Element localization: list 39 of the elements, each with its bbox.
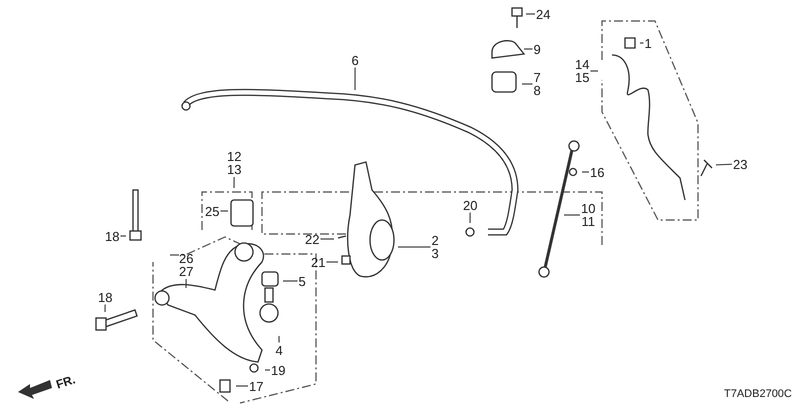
callout-number: 4: [276, 344, 283, 356]
callout-number: 19: [271, 364, 286, 376]
drawing-number: T7ADB2700C: [724, 388, 792, 400]
callout-number: 17: [249, 380, 264, 392]
leader-line: [320, 238, 334, 240]
callout-number: 18: [98, 290, 112, 304]
callout-number: 18: [105, 230, 120, 242]
callout-number: 5: [298, 274, 306, 288]
callout-number: 7 8: [534, 71, 541, 97]
direction-label: FR.: [54, 372, 78, 392]
callout-number: 25: [205, 204, 220, 218]
callout-number: 2 3: [432, 234, 439, 260]
callout-number: 6: [352, 54, 359, 66]
callout-number: 16: [590, 166, 604, 178]
leader-line: [470, 212, 471, 224]
callout-number: 21: [311, 256, 326, 268]
leader-line: [104, 304, 106, 312]
callout-number: 23: [733, 158, 748, 170]
leader-line: [564, 214, 580, 216]
leader-line: [398, 246, 431, 248]
callout-number: 22: [305, 232, 320, 246]
callout-number: 24: [536, 8, 550, 20]
leader-line: [354, 67, 356, 90]
leader-line: [234, 176, 235, 188]
leader-line: [716, 164, 732, 166]
leader-line: [590, 70, 598, 72]
leader-line: [282, 280, 298, 282]
callout-number: 9: [534, 42, 541, 56]
callout-number: 10 11: [581, 202, 596, 228]
callout-number: 14 15: [575, 58, 590, 84]
leader-line: [278, 336, 280, 343]
leader-line: [186, 278, 187, 288]
callout-number: 20: [463, 198, 478, 212]
callout-number: 1: [644, 36, 652, 50]
leader-line: [220, 210, 228, 212]
leader-line: [524, 48, 533, 50]
leader-line: [640, 42, 644, 44]
callout-number: 26 27: [179, 252, 194, 278]
callout-number: 12 13: [227, 150, 242, 176]
